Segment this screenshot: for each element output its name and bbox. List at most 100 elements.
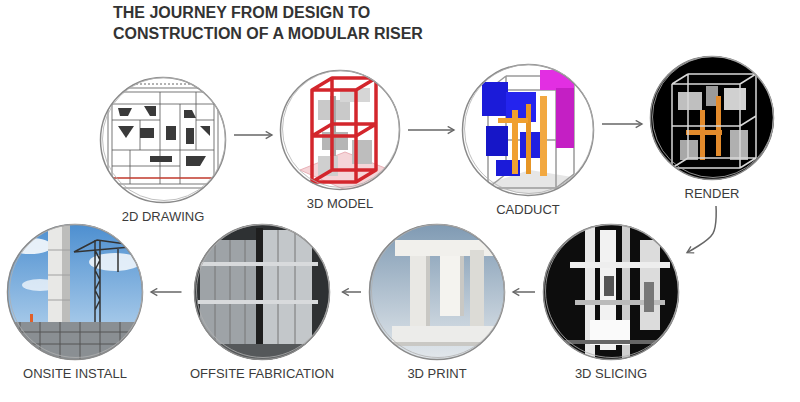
render-illustration — [680, 140, 698, 160]
print-illustration — [369, 224, 505, 360]
circle-sketch-line — [283, 71, 400, 188]
flow-arrow — [151, 291, 182, 293]
print-illustration — [426, 256, 430, 326]
circle-outline — [8, 225, 143, 360]
circle-sketch-line — [546, 225, 679, 358]
drawing-illustration — [118, 108, 132, 116]
fabrication-illustration — [215, 230, 295, 350]
fabrication-illustration — [256, 228, 263, 352]
step-label: RENDER — [647, 186, 777, 202]
slicing-illustration — [644, 282, 654, 312]
circle-outline — [7, 224, 143, 360]
diagram-title: THE JOURNEY FROM DESIGN TO CONSTRUCTION … — [113, 2, 443, 44]
process-circle: 3D MODEL — [277, 70, 403, 212]
process-circle: RENDER — [647, 56, 777, 202]
drawing-illustration — [118, 126, 134, 138]
install-illustration — [74, 240, 140, 272]
drawing-illustration — [144, 106, 156, 116]
print-illustration — [392, 342, 502, 346]
step-label: 3D PRINT — [366, 366, 508, 382]
model-illustration — [280, 70, 400, 192]
circle-outline — [543, 224, 679, 360]
cadduct-illustration — [506, 92, 536, 122]
process-circle: 3D SLICING — [540, 224, 682, 382]
install-illustration — [7, 322, 143, 360]
circle-sketch-line — [10, 225, 143, 358]
fabrication-illustration — [194, 224, 330, 360]
circle-outline — [651, 57, 774, 180]
render-illustration — [650, 56, 774, 180]
fabrication-illustration — [198, 262, 318, 266]
drawing-illustration — [186, 156, 206, 166]
install-illustration — [48, 224, 70, 334]
cadduct-illustration — [486, 126, 508, 156]
circle-sketch-line — [197, 225, 330, 358]
drawing-illustration — [200, 126, 210, 136]
drawing-illustration — [166, 126, 176, 140]
circle-outline — [463, 65, 594, 196]
cadduct-illustration — [498, 118, 528, 123]
install-illustration — [8, 238, 52, 254]
circle-outline — [280, 70, 400, 190]
flow-arrow — [343, 291, 362, 293]
install-illustration — [7, 224, 143, 360]
print-illustration — [470, 250, 484, 330]
process-circle: OFFSITE FABRICATION — [187, 224, 338, 382]
drawing-illustration — [100, 77, 226, 203]
drawing-illustration — [140, 128, 154, 138]
circle-sketch-line — [465, 65, 594, 194]
render-illustration — [650, 56, 774, 180]
cadduct-illustration — [482, 82, 508, 116]
install-illustration — [30, 314, 33, 322]
install-illustration — [7, 322, 143, 360]
render-illustration — [724, 88, 746, 110]
drawing-illustration — [112, 92, 214, 184]
drawing-illustration — [108, 88, 218, 188]
flow-arrow — [687, 206, 716, 253]
step-label: 2D DRAWING — [97, 209, 229, 225]
circle-outline — [370, 225, 505, 360]
model-illustration — [312, 78, 376, 182]
install-illustration — [89, 253, 141, 271]
cadduct-illustration — [462, 64, 594, 196]
drawing-illustration — [150, 156, 172, 162]
drawing-illustration — [108, 177, 214, 179]
slicing-illustration — [570, 262, 670, 268]
step-label: ONSITE INSTALL — [4, 366, 146, 382]
flow-arrow — [408, 129, 454, 131]
drawing-illustration — [186, 128, 194, 144]
fabrication-illustration — [198, 300, 318, 304]
step-label: CADDUCT — [459, 202, 597, 218]
cadduct-illustration — [556, 88, 574, 148]
flow-arrow — [602, 123, 642, 125]
install-illustration — [7, 224, 143, 360]
render-illustration — [678, 92, 702, 110]
circle-sketch-line — [103, 78, 226, 201]
process-circle: 3D PRINT — [366, 224, 508, 382]
fabrication-illustration — [262, 230, 312, 350]
process-circle: 2D DRAWING — [97, 77, 229, 225]
circle-outline — [544, 225, 679, 360]
cadduct-illustration — [462, 64, 594, 196]
drawing-illustration — [108, 84, 218, 85]
drawing-illustration — [100, 77, 226, 203]
process-circle: ONSITE INSTALL — [4, 224, 146, 382]
circle-outline — [195, 225, 330, 360]
circle-outline — [650, 56, 774, 180]
slicing-illustration — [604, 276, 614, 296]
install-illustration — [95, 240, 100, 330]
flow-arrow — [513, 291, 535, 293]
step-label: OFFSITE FABRICATION — [187, 366, 338, 382]
print-illustration — [410, 256, 430, 326]
flow-arrow — [234, 134, 272, 136]
circle-outline — [101, 78, 226, 203]
print-illustration — [440, 256, 464, 316]
drawing-illustration — [112, 92, 214, 184]
process-circle: CADDUCT — [459, 64, 597, 218]
render-illustration — [672, 74, 756, 168]
circle-outline — [369, 224, 505, 360]
install-illustration — [48, 250, 70, 300]
circle-outline — [194, 224, 330, 360]
print-illustration — [369, 224, 505, 360]
print-illustration — [460, 256, 464, 316]
